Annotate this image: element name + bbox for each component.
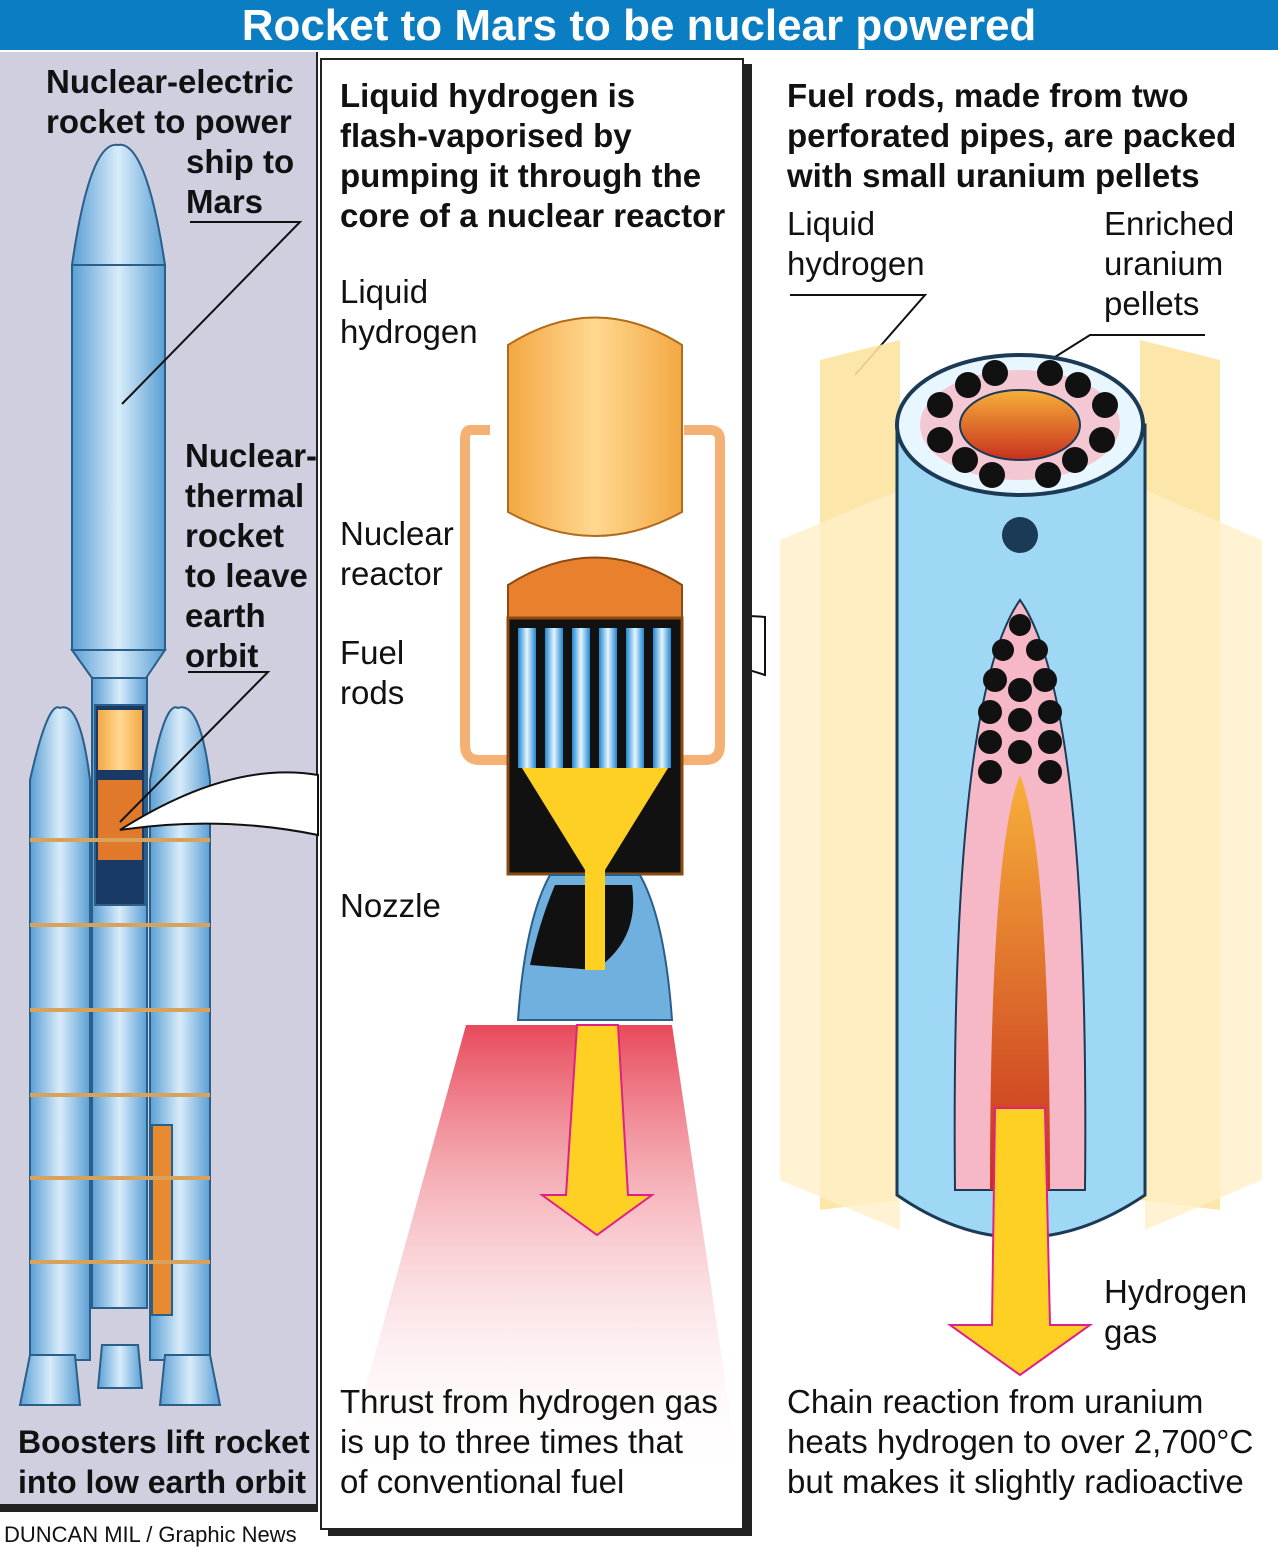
label-line: Mars [186,183,264,220]
label-line: to leave [185,557,308,594]
heading-line: pumping it through the [340,157,702,194]
heading-line: flash-vaporised by [340,117,632,154]
side-booster [151,1124,173,1316]
label-liquid-hydrogen: Liquid hydrogen [340,272,478,352]
label-nuclear-reactor: Nuclear reactor [340,514,454,594]
label-line: Nuclear- [185,437,318,474]
caption-line: but makes it slightly radioactive [787,1463,1244,1500]
heading-line: Fuel rods, made from two [787,77,1189,114]
label-nuclear-thermal: Nuclear- thermal rocket to leave earth o… [185,436,317,676]
right-caption: Chain reaction from uranium heats hydrog… [787,1382,1253,1502]
label-line: hydrogen [340,313,478,350]
heading-line: perforated pipes, are packed [787,117,1237,154]
hot-gas-flow [522,768,668,970]
caption-line: is up to three times that [340,1423,684,1460]
heading-line: with small uranium pellets [787,157,1200,194]
fuel-rods [518,628,671,768]
label-line: earth [185,597,266,634]
caption-line: heats hydrogen to over 2,700°C [787,1423,1254,1460]
caption-line: Thrust from hydrogen gas [340,1383,718,1420]
heading-line: Liquid hydrogen is [340,77,636,114]
middle-caption: Thrust from hydrogen gas is up to three … [340,1382,718,1502]
exhaust-plume [340,1025,740,1480]
label-rod-liquid-hydrogen: Liquid hydrogen [787,204,925,284]
label-fuel-rods: Fuel rods [340,633,404,713]
hydrogen-gas-arrow [946,1107,1094,1377]
label-hydrogen-gas: Hydrogen gas [1104,1272,1247,1352]
label-line: ship to [186,143,295,180]
label-line: rocket [185,517,285,554]
caption-line: of conventional fuel [340,1463,625,1500]
booster-left [29,706,91,1361]
caption-line: Chain reaction from uranium [787,1383,1204,1420]
coolant-pipe-left [460,425,510,765]
left-caption: Boosters lift rocket into low earth orbi… [18,1422,310,1502]
rocket-nose [70,143,167,266]
label-line: gas [1104,1313,1158,1350]
label-line: orbit [185,637,259,674]
label-line: rocket to power [46,103,292,140]
right-heading: Fuel rods, made from two perforated pipe… [787,76,1236,196]
hydrogen-tank [507,316,683,537]
coolant-pipe-right [680,425,725,765]
label-line: pellets [1104,285,1200,322]
label-line: uranium [1104,245,1224,282]
callout-left [119,771,319,837]
uranium-pellets [927,360,1118,784]
hydrogen-tank [98,710,142,770]
middle-heading: Liquid hydrogen is flash-vaporised by pu… [340,76,725,236]
label-line: rods [340,674,405,711]
label-line: Nuclear [340,515,454,552]
rocket-illustration [18,143,222,1406]
page-title: Rocket to Mars to be nuclear powered [0,0,1278,50]
label-line: hydrogen [787,245,925,282]
fuel-rod-cutaway [780,340,1262,1377]
label-nozzle: Nozzle [340,887,441,924]
heading-line: core of a nuclear reactor [340,197,726,234]
reactor-dome [507,556,683,621]
upper-stage [71,264,166,651]
caption-line: Boosters lift rocket [18,1424,310,1460]
label-line: Nuclear-electric [46,63,294,100]
label-line: reactor [340,555,443,592]
thrust-arrow [538,1024,656,1237]
label-nuclear-electric: Nuclear-electric rocket to power ship to… [46,62,294,222]
label-line: Liquid [340,273,429,310]
label-line: Fuel [340,634,405,671]
label-uranium-pellets: Enriched uranium pellets [1104,204,1234,324]
credit: DUNCAN MIL / Graphic News [4,1522,297,1547]
label-line: Hydrogen [1104,1273,1248,1310]
caption-line: into low earth orbit [18,1464,306,1500]
label-line: Liquid [787,205,876,242]
label-line: Enriched [1104,205,1235,242]
inner-pipe-top [959,389,1081,461]
label-line: thermal [185,477,305,514]
